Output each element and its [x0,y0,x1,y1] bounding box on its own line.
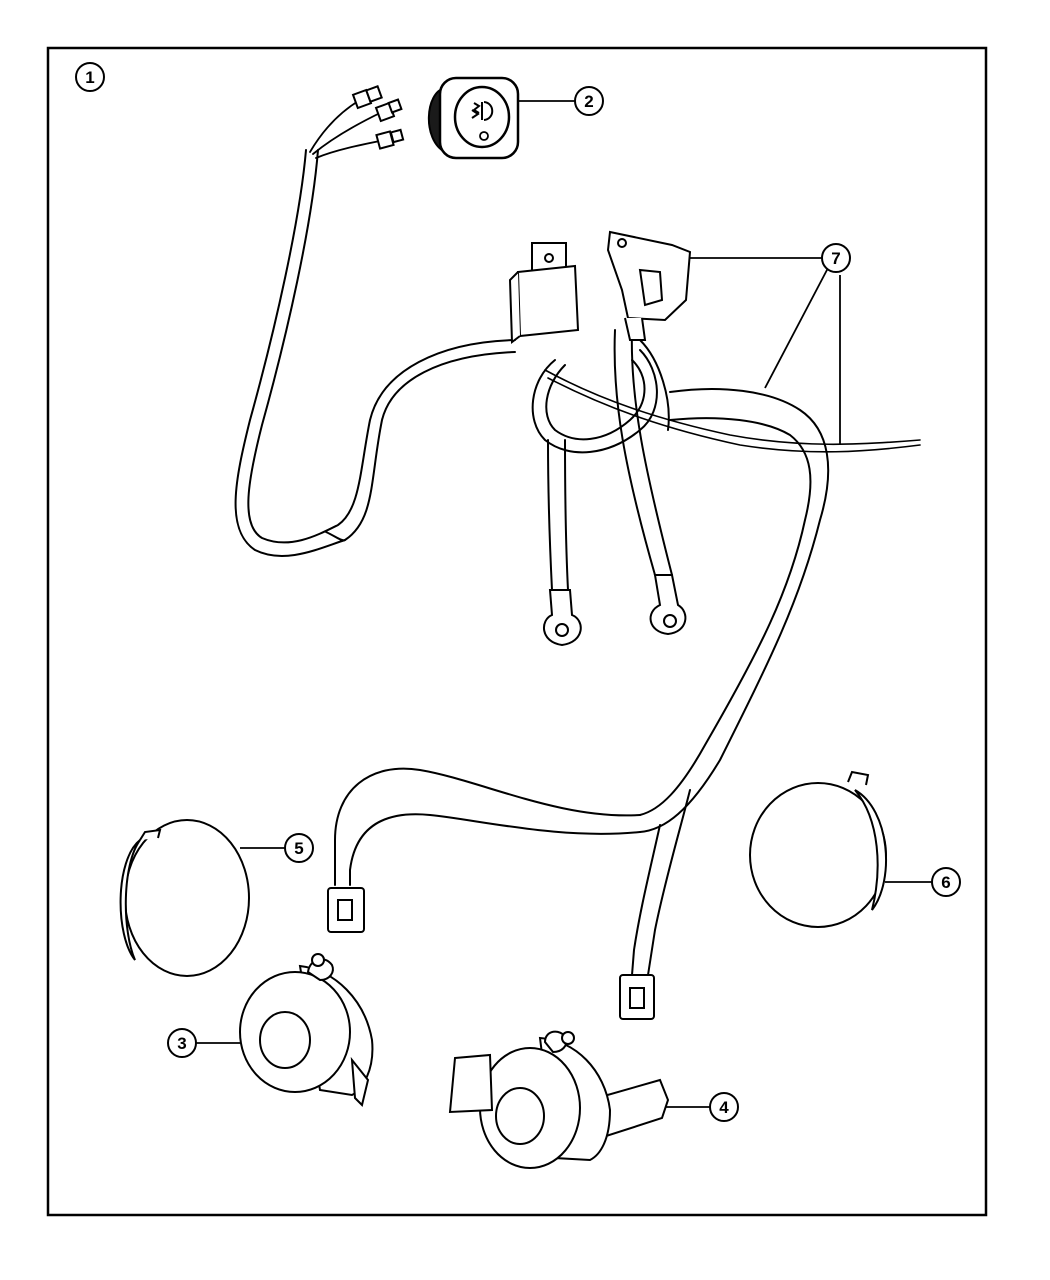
harness-thin-wire [544,369,921,446]
pigtail-connector-2b [387,98,403,114]
lamp-right-connector-block [448,1053,494,1114]
wiring-harness [234,99,921,976]
ground-wire-right-a [613,329,656,576]
clip-leg [624,317,647,341]
fog-lamp-right [448,1030,670,1169]
ground-terminals [543,574,687,647]
lamp-cover-right [749,770,887,928]
ground-wire-left-a [547,439,553,591]
lamp-left-bracket [350,1056,370,1107]
relay-bracket-hole [544,253,554,263]
callout-3: 3 [167,1028,197,1058]
ground-wire-mid [639,339,670,431]
clip-hole [617,238,627,248]
harness-thin-wire-2 [547,377,921,453]
fog-lamp-switch [427,76,520,160]
leader-lines [196,100,932,1108]
harness-center-loop-2 [545,359,646,441]
pigtail-connectors [351,85,405,150]
harness-branch-right-inner [631,824,661,976]
relay-side [508,271,521,344]
connector-right-lamp-latch [629,987,645,1009]
callout-4-label: 4 [719,1098,729,1117]
harness-branch-right-outer [647,789,691,976]
cover-left-tab [139,828,162,841]
ground-wire-left-b [564,439,569,591]
callout-5: 5 [284,833,314,863]
callout-7: 7 [821,243,851,273]
pigtail-wire-1 [309,99,361,153]
callout-5-label: 5 [294,839,303,858]
relay-body [516,264,580,338]
pigtail-wire-2 [312,111,383,155]
relay [508,242,580,344]
switch-indicator [479,131,489,141]
cover-right-tab [847,770,870,786]
harness-left-sleeve-end [325,531,346,542]
lamp-right-lens [495,1087,545,1145]
harness-clip [606,230,692,341]
harness-branch-left-inner [334,767,641,886]
clip-detail [638,268,664,307]
callout-6-label: 6 [941,873,950,892]
callout-1: 1 [75,62,105,92]
callout-1-label: 1 [85,68,94,87]
harness-lamp-connectors [327,887,655,1020]
ground-terminal-left [543,589,582,647]
fog-lamp-left [239,953,374,1107]
callout-2-label: 2 [584,92,593,111]
callout-3-label: 3 [177,1034,186,1053]
ground-wire-right-b [630,329,673,576]
ground-terminal-left-hole [555,623,569,637]
ground-terminal-right-hole [663,614,677,628]
harness-center-loop-1 [531,349,658,454]
harness-main-trunk-inner [639,417,812,816]
cover-left-rim [119,839,141,961]
cover-left-body [124,819,250,977]
lamp-left-mount-bolt [311,953,325,967]
harness-left-loop-inner [247,149,516,544]
harness-main-trunk-outer [639,388,830,833]
connector-left-lamp-latch [337,899,353,921]
lamp-left-lens [259,1011,311,1069]
cover-right-rim [854,789,887,911]
callout-6: 6 [931,867,961,897]
harness-left-loop-outer [234,149,516,557]
callout-2: 2 [574,86,604,116]
callout-4: 4 [709,1092,739,1122]
diagram-frame [46,46,988,1217]
leader-7-harness [764,267,829,389]
lamp-right-mount-bolt [561,1031,575,1045]
fog-lamp-symbol-icon [471,101,494,121]
callout-7-label: 7 [831,249,840,268]
pigtail-connector-3b [389,128,405,144]
harness-branch-left-outer [349,813,641,886]
pigtail-connector-1b [365,85,383,103]
lamp-cover-left [119,819,250,977]
